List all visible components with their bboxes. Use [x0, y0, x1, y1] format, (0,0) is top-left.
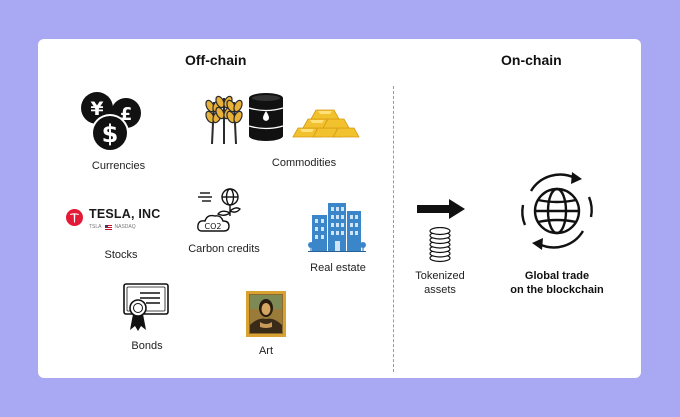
tesla-company-name: TESLA, INC — [89, 207, 161, 221]
bonds-label: Bonds — [131, 340, 163, 352]
diagram-card: Off-chain On-chain ¥ £ $ Currencies — [38, 39, 641, 378]
gold-bars-icon — [292, 109, 360, 138]
tesla-exchange: NASDAQ — [114, 224, 136, 230]
oil-barrel-icon — [248, 93, 284, 141]
tokenized-line-2: assets — [424, 284, 456, 296]
mona-lisa-icon — [246, 291, 286, 337]
arrow-right-icon — [417, 199, 465, 219]
commodities-label: Commodities — [271, 157, 337, 169]
tesla-ticker: TSLA — [89, 224, 102, 230]
wheat-icon — [205, 95, 243, 145]
global-trade-label: Global trade on the blockchain — [496, 269, 618, 297]
coin-stack-icon — [429, 227, 451, 263]
svg-text:$: $ — [102, 120, 119, 148]
globe-cycle-icon — [521, 172, 593, 250]
tokenized-assets-label: Tokenized assets — [404, 269, 476, 297]
co2-text: CO2 — [205, 222, 222, 231]
stocks-label: Stocks — [104, 249, 138, 261]
tesla-logo-icon — [66, 209, 83, 226]
global-trade-line-2: on the blockchain — [510, 284, 604, 296]
certificate-icon — [123, 283, 169, 331]
global-trade-line-1: Global trade — [524, 270, 590, 282]
buildings-icon — [308, 203, 366, 252]
carbon-credits-label: Carbon credits — [188, 243, 260, 255]
section-divider — [393, 86, 394, 372]
svg-text:¥: ¥ — [90, 98, 103, 120]
real-estate-label: Real estate — [310, 262, 366, 274]
tokenized-line-1: Tokenized — [415, 270, 465, 282]
currency-coins-icon: ¥ £ $ — [81, 92, 141, 152]
on-chain-heading: On-chain — [501, 52, 562, 68]
us-flag-icon — [104, 224, 112, 230]
co2-plant-icon: CO2 — [197, 188, 241, 232]
tesla-ticker-row: TSLA NASDAQ — [89, 224, 136, 230]
art-label: Art — [258, 345, 274, 357]
currencies-label: Currencies — [91, 160, 146, 172]
off-chain-heading: Off-chain — [185, 52, 247, 68]
